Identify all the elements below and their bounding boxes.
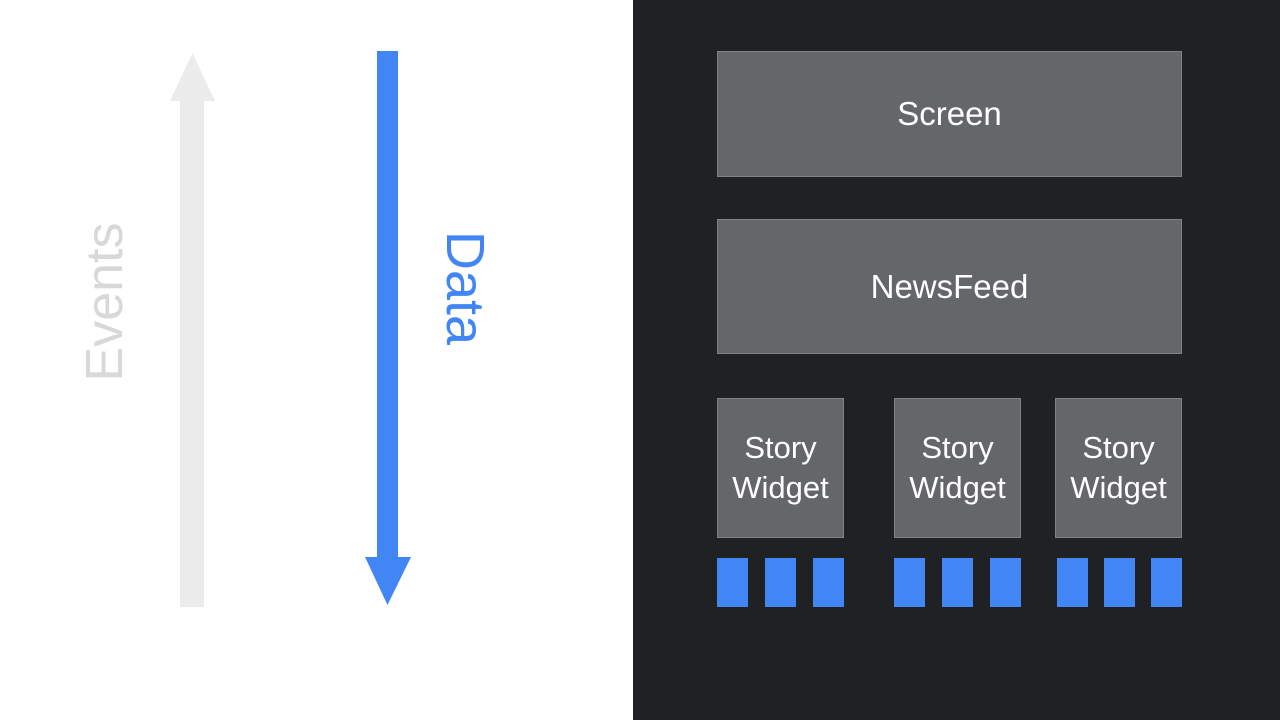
data-item-square xyxy=(1151,558,1182,607)
data-item-square xyxy=(765,558,796,607)
newsfeed-widget-label: NewsFeed xyxy=(870,267,1029,305)
story-widget-box: Story Widget xyxy=(717,398,844,538)
data-item-square xyxy=(990,558,1021,607)
data-item-square xyxy=(1104,558,1135,607)
story-widget-box: Story Widget xyxy=(894,398,1021,538)
story-data-squares-group xyxy=(894,558,1021,607)
data-item-square xyxy=(813,558,844,607)
story-widget-label: Story Widget xyxy=(1070,430,1167,505)
story-widget-label: Story Widget xyxy=(732,430,829,505)
data-down-arrow xyxy=(365,51,411,605)
newsfeed-widget-box: NewsFeed xyxy=(717,219,1182,354)
story-data-squares-group xyxy=(717,558,844,607)
data-item-square xyxy=(942,558,973,607)
story-widget-box: Story Widget xyxy=(1055,398,1182,538)
events-arrow-label: Events xyxy=(76,222,134,382)
data-item-square xyxy=(894,558,925,607)
story-widget-label: Story Widget xyxy=(909,430,1006,505)
widget-tree-panel: Screen NewsFeed Story Widget Story Widge… xyxy=(633,0,1280,720)
flow-arrows-graphic xyxy=(170,51,411,607)
screen-widget-label: Screen xyxy=(897,95,1002,132)
data-item-square xyxy=(717,558,748,607)
data-arrow-label: Data xyxy=(435,230,495,346)
data-item-square xyxy=(1057,558,1088,607)
events-up-arrow xyxy=(170,53,215,607)
data-flow-panel: Events Data xyxy=(0,0,633,720)
screen-widget-box: Screen xyxy=(717,51,1182,177)
story-data-squares-group xyxy=(1057,558,1182,607)
